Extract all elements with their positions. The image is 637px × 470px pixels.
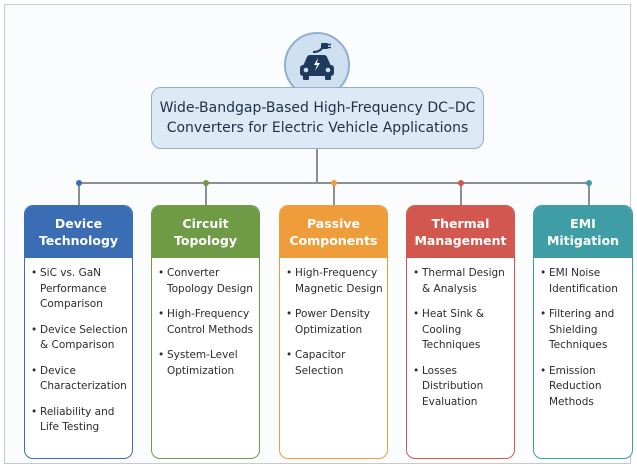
list-item: Losses Distribution Evaluation xyxy=(413,364,510,411)
column-passive-components: Passive Components High-Frequency Magnet… xyxy=(279,205,388,459)
column-item-list: SiC vs. GaN Performance Comparison Devic… xyxy=(25,258,132,436)
list-item: High-Frequency Magnetic Design xyxy=(286,266,383,297)
drop-passive xyxy=(333,182,335,206)
column-heading: Thermal Management xyxy=(407,206,514,258)
node-dot-emi xyxy=(586,180,592,186)
column-item-list: High-Frequency Magnetic Design Power Den… xyxy=(280,258,387,379)
list-item: Converter Topology Design xyxy=(158,266,255,297)
node-dot-passive xyxy=(331,180,337,186)
column-thermal-management: Thermal Management Thermal Design & Anal… xyxy=(406,205,515,459)
column-item-list: EMI Noise Identification Filtering and S… xyxy=(534,258,632,410)
list-item: Power Density Optimization xyxy=(286,307,383,338)
diagram-title-text: Wide-Bandgap-Based High-Frequency DC–DC … xyxy=(159,100,476,136)
column-circuit-topology: Circuit Topology Converter Topology Desi… xyxy=(151,205,260,459)
list-item: Heat Sink & Cooling Techniques xyxy=(413,307,510,354)
column-heading: Device Technology xyxy=(25,206,132,258)
column-heading: Circuit Topology xyxy=(152,206,259,258)
list-item: Thermal Design & Analysis xyxy=(413,266,510,297)
drop-thermal xyxy=(460,182,462,206)
diagram-title: Wide-Bandgap-Based High-Frequency DC–DC … xyxy=(151,87,484,149)
drop-emi xyxy=(588,182,590,206)
electric-car-charging-icon xyxy=(300,43,334,80)
list-item: SiC vs. GaN Performance Comparison xyxy=(31,266,128,313)
list-item: Device Characterization xyxy=(31,364,128,395)
column-heading: Passive Components xyxy=(280,206,387,258)
list-item: High-Frequency Control Methods xyxy=(158,307,255,338)
list-item: Emission Reduction Methods xyxy=(540,364,628,411)
column-device-technology: Device Technology SiC vs. GaN Performanc… xyxy=(24,205,133,459)
column-item-list: Converter Topology Design High-Frequency… xyxy=(152,258,259,379)
list-item: Device Selection & Comparison xyxy=(31,323,128,354)
drop-device xyxy=(78,182,80,206)
list-item: Reliability and Life Testing xyxy=(31,405,128,436)
node-dot-circuit xyxy=(203,180,209,186)
column-heading: EMI Mitigation xyxy=(534,206,632,258)
list-item: Capacitor Selection xyxy=(286,348,383,379)
column-emi-mitigation: EMI Mitigation EMI Noise Identification … xyxy=(533,205,633,459)
list-item: System-Level Optimization xyxy=(158,348,255,379)
node-dot-device xyxy=(76,180,82,186)
list-item: Filtering and Shielding Techniques xyxy=(540,307,628,354)
column-item-list: Thermal Design & Analysis Heat Sink & Co… xyxy=(407,258,514,410)
node-dot-thermal xyxy=(458,180,464,186)
drop-circuit xyxy=(205,182,207,206)
list-item: EMI Noise Identification xyxy=(540,266,628,297)
title-stem xyxy=(316,149,318,182)
